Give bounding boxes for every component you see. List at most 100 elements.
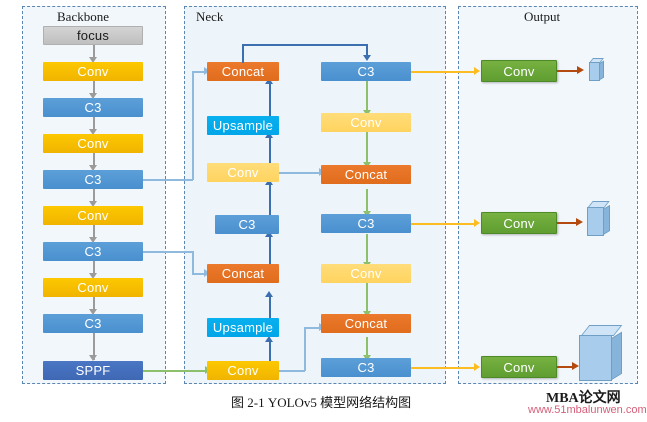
watermark-title: MBA论文网 [546, 391, 621, 406]
node-output-conv-1[interactable]: Conv [481, 60, 557, 82]
neck-left-arrow [265, 231, 273, 237]
neck-title: Neck [196, 9, 224, 24]
backbone-link [93, 44, 95, 60]
node-neck-concat-bottom[interactable]: Concat [207, 264, 279, 283]
backbone-arrow [89, 165, 97, 171]
node-neck-c3-1[interactable]: C3 [321, 62, 411, 81]
neck-right-link [366, 234, 368, 265]
backbone-link [93, 332, 95, 360]
neck-left-arrow [265, 291, 273, 297]
skip-link-c3-2 [143, 179, 193, 181]
output-to-cube-link [557, 366, 574, 368]
concat-to-c3-link [242, 44, 244, 63]
backbone-arrow [89, 355, 97, 361]
node-backbone-c3-4[interactable]: C3 [43, 314, 143, 333]
node-neck-upsample-bottom[interactable]: Upsample [207, 318, 279, 337]
concat-to-c3-link [242, 44, 368, 46]
backbone-arrow [89, 309, 97, 315]
backbone-link [93, 188, 95, 204]
neck-left-link [269, 234, 271, 273]
node-neck-c3-left[interactable]: C3 [215, 215, 279, 234]
node-neck-concat-top[interactable]: Concat [207, 62, 279, 81]
node-sppf[interactable]: SPPF [43, 361, 143, 380]
node-neck-upsample-top[interactable]: Upsample [207, 116, 279, 135]
output-to-cube-arrow [576, 218, 583, 226]
neck-to-output-link [411, 223, 476, 225]
backbone-arrow [89, 57, 97, 63]
backbone-link [93, 296, 95, 312]
node-backbone-conv-2[interactable]: Conv [43, 134, 143, 153]
neck-left-link [269, 135, 271, 163]
concat-to-c3-link [366, 44, 368, 57]
neck-right-link [366, 132, 368, 165]
output-to-cube-arrow [572, 362, 579, 370]
neck-right-link [366, 189, 368, 214]
node-backbone-c3-2[interactable]: C3 [43, 170, 143, 189]
node-backbone-conv-1[interactable]: Conv [43, 62, 143, 81]
node-neck-c3-3[interactable]: C3 [321, 358, 411, 377]
output-to-cube-link [557, 222, 578, 224]
feature-cube-large [578, 325, 636, 387]
neck-left-arrow [265, 132, 273, 138]
backbone-link [93, 80, 95, 96]
neck-to-output-link [411, 367, 476, 369]
output-to-cube-arrow [577, 66, 584, 74]
backbone-link [93, 152, 95, 168]
neck-to-output-arrow [474, 67, 480, 75]
neck-right-link [366, 283, 368, 314]
figure-caption: 图 2-1 YOLOv5 模型网络结构图 [231, 395, 412, 410]
neck-right-link [366, 81, 368, 113]
skip-link-c3-3 [192, 251, 194, 274]
node-backbone-conv-4[interactable]: Conv [43, 278, 143, 297]
conv-to-concat-link [279, 172, 321, 174]
backbone-link [93, 224, 95, 240]
output-to-cube-link [557, 70, 579, 72]
backbone-link [93, 260, 95, 276]
backbone-arrow [89, 93, 97, 99]
node-focus[interactable]: focus [43, 26, 143, 45]
node-neck-right-conv-2[interactable]: Conv [321, 264, 411, 283]
skip-link-c3-3 [143, 251, 193, 253]
backbone-arrow [89, 201, 97, 207]
neck-right-link [366, 337, 368, 358]
backbone-title: Backbone [57, 9, 109, 24]
cube-side-face [603, 204, 610, 236]
backbone-arrow [89, 237, 97, 243]
node-backbone-conv-3[interactable]: Conv [43, 206, 143, 225]
neck-left-link [269, 339, 271, 361]
node-backbone-c3-3[interactable]: C3 [43, 242, 143, 261]
backbone-link [93, 116, 95, 132]
skip-link-c3-2 [192, 71, 194, 180]
cube-front-face [587, 207, 604, 236]
cube-front-face [589, 62, 600, 81]
watermark-url: www.51mbalunwen.com [528, 404, 647, 416]
node-backbone-c3-1[interactable]: C3 [43, 98, 143, 117]
node-output-conv-3[interactable]: Conv [481, 356, 557, 378]
feature-cube-small [588, 58, 610, 84]
node-neck-right-conv-1[interactable]: Conv [321, 113, 411, 132]
sppf-to-conv-link [143, 370, 207, 372]
node-neck-c3-2[interactable]: C3 [321, 214, 411, 233]
neck-to-output-arrow [474, 363, 480, 371]
conv-to-concat-link [279, 370, 305, 372]
concat-to-c3-arrow [363, 55, 371, 61]
node-neck-right-concat-1[interactable]: Concat [321, 165, 411, 184]
neck-to-output-link [411, 71, 476, 73]
node-neck-conv-bottom[interactable]: Conv [207, 361, 279, 380]
neck-left-arrow [265, 179, 273, 185]
node-output-conv-2[interactable]: Conv [481, 212, 557, 234]
output-title: Output [524, 9, 561, 24]
neck-left-link [269, 294, 271, 318]
neck-left-arrow [265, 78, 273, 84]
feature-cube-medium [586, 201, 620, 241]
backbone-arrow [89, 273, 97, 279]
node-neck-conv-top[interactable]: Conv [207, 163, 279, 182]
node-neck-right-concat-2[interactable]: Concat [321, 314, 411, 333]
neck-left-link [269, 81, 271, 116]
skip-link-c3-3 [192, 273, 206, 275]
cube-side-face [611, 331, 622, 381]
conv-to-concat-link [304, 327, 306, 371]
cube-front-face [579, 335, 612, 381]
neck-to-output-arrow [474, 219, 480, 227]
